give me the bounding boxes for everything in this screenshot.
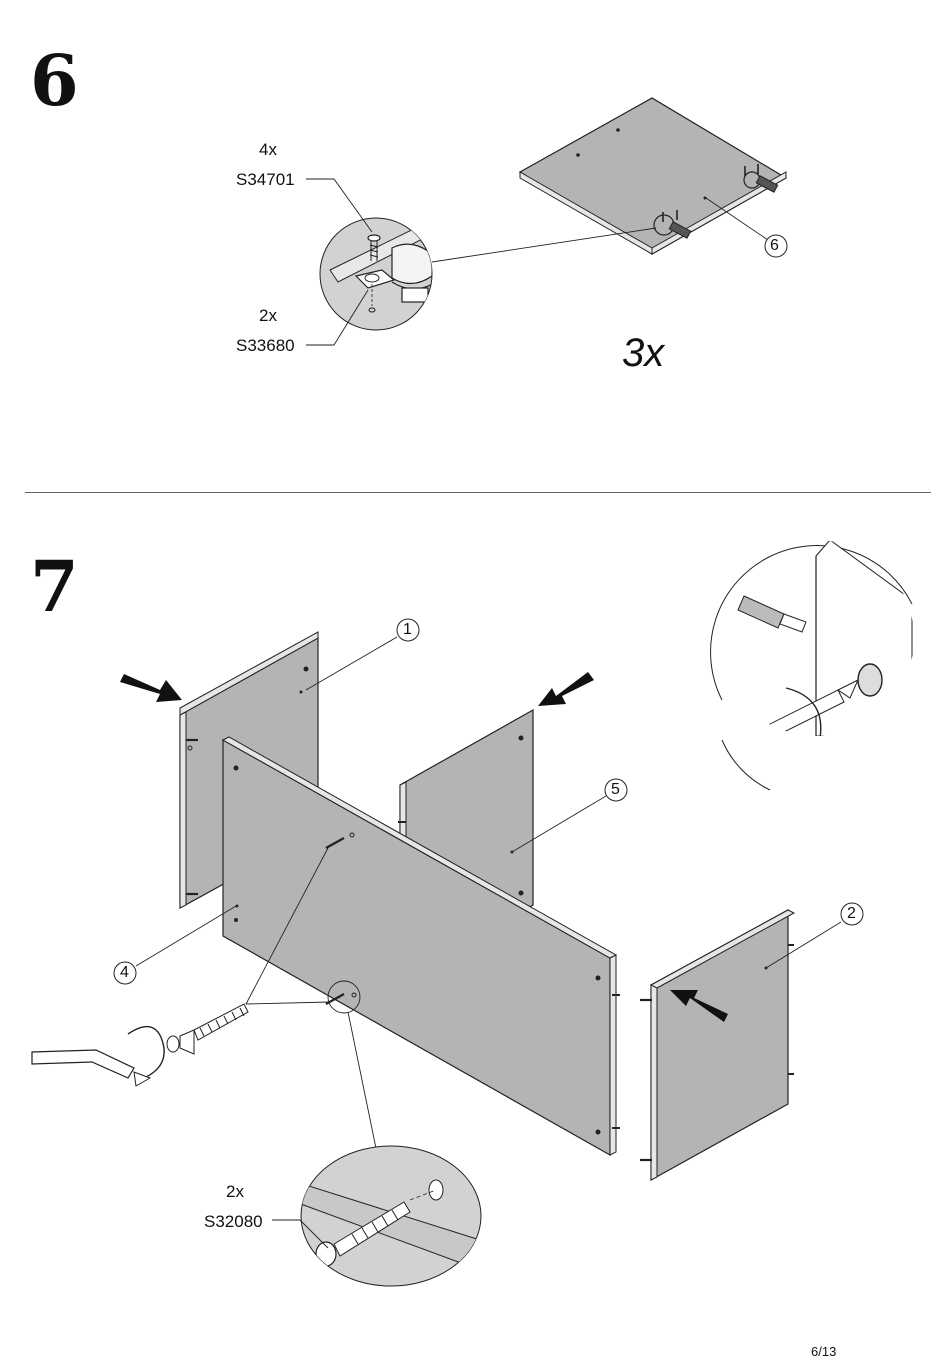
callout-panel-6: 6 xyxy=(770,238,779,254)
callout-panel-4: 4 xyxy=(120,965,129,981)
part-code-s32080: S32080 xyxy=(204,1213,263,1230)
callout-panel-1: 1 xyxy=(403,622,412,638)
arrow-icon xyxy=(120,674,182,702)
panel-2-illustration xyxy=(640,910,794,1180)
arrow-icon xyxy=(538,672,594,706)
screwdriver-detail-magnifier xyxy=(711,540,912,790)
callout-panel-2: 2 xyxy=(847,906,856,922)
bolt-detail-magnifier xyxy=(272,1146,481,1286)
hinge-detail-magnifier xyxy=(306,179,440,345)
step-7-number: 7 xyxy=(30,552,79,622)
panel-6-illustration xyxy=(432,98,786,262)
allen-key-icon xyxy=(32,1004,248,1086)
callout-panel-5: 5 xyxy=(611,782,620,798)
step-divider xyxy=(25,492,931,493)
part-qty-s32080: 2x xyxy=(226,1183,244,1200)
page-number: 6/13 xyxy=(811,1344,836,1359)
